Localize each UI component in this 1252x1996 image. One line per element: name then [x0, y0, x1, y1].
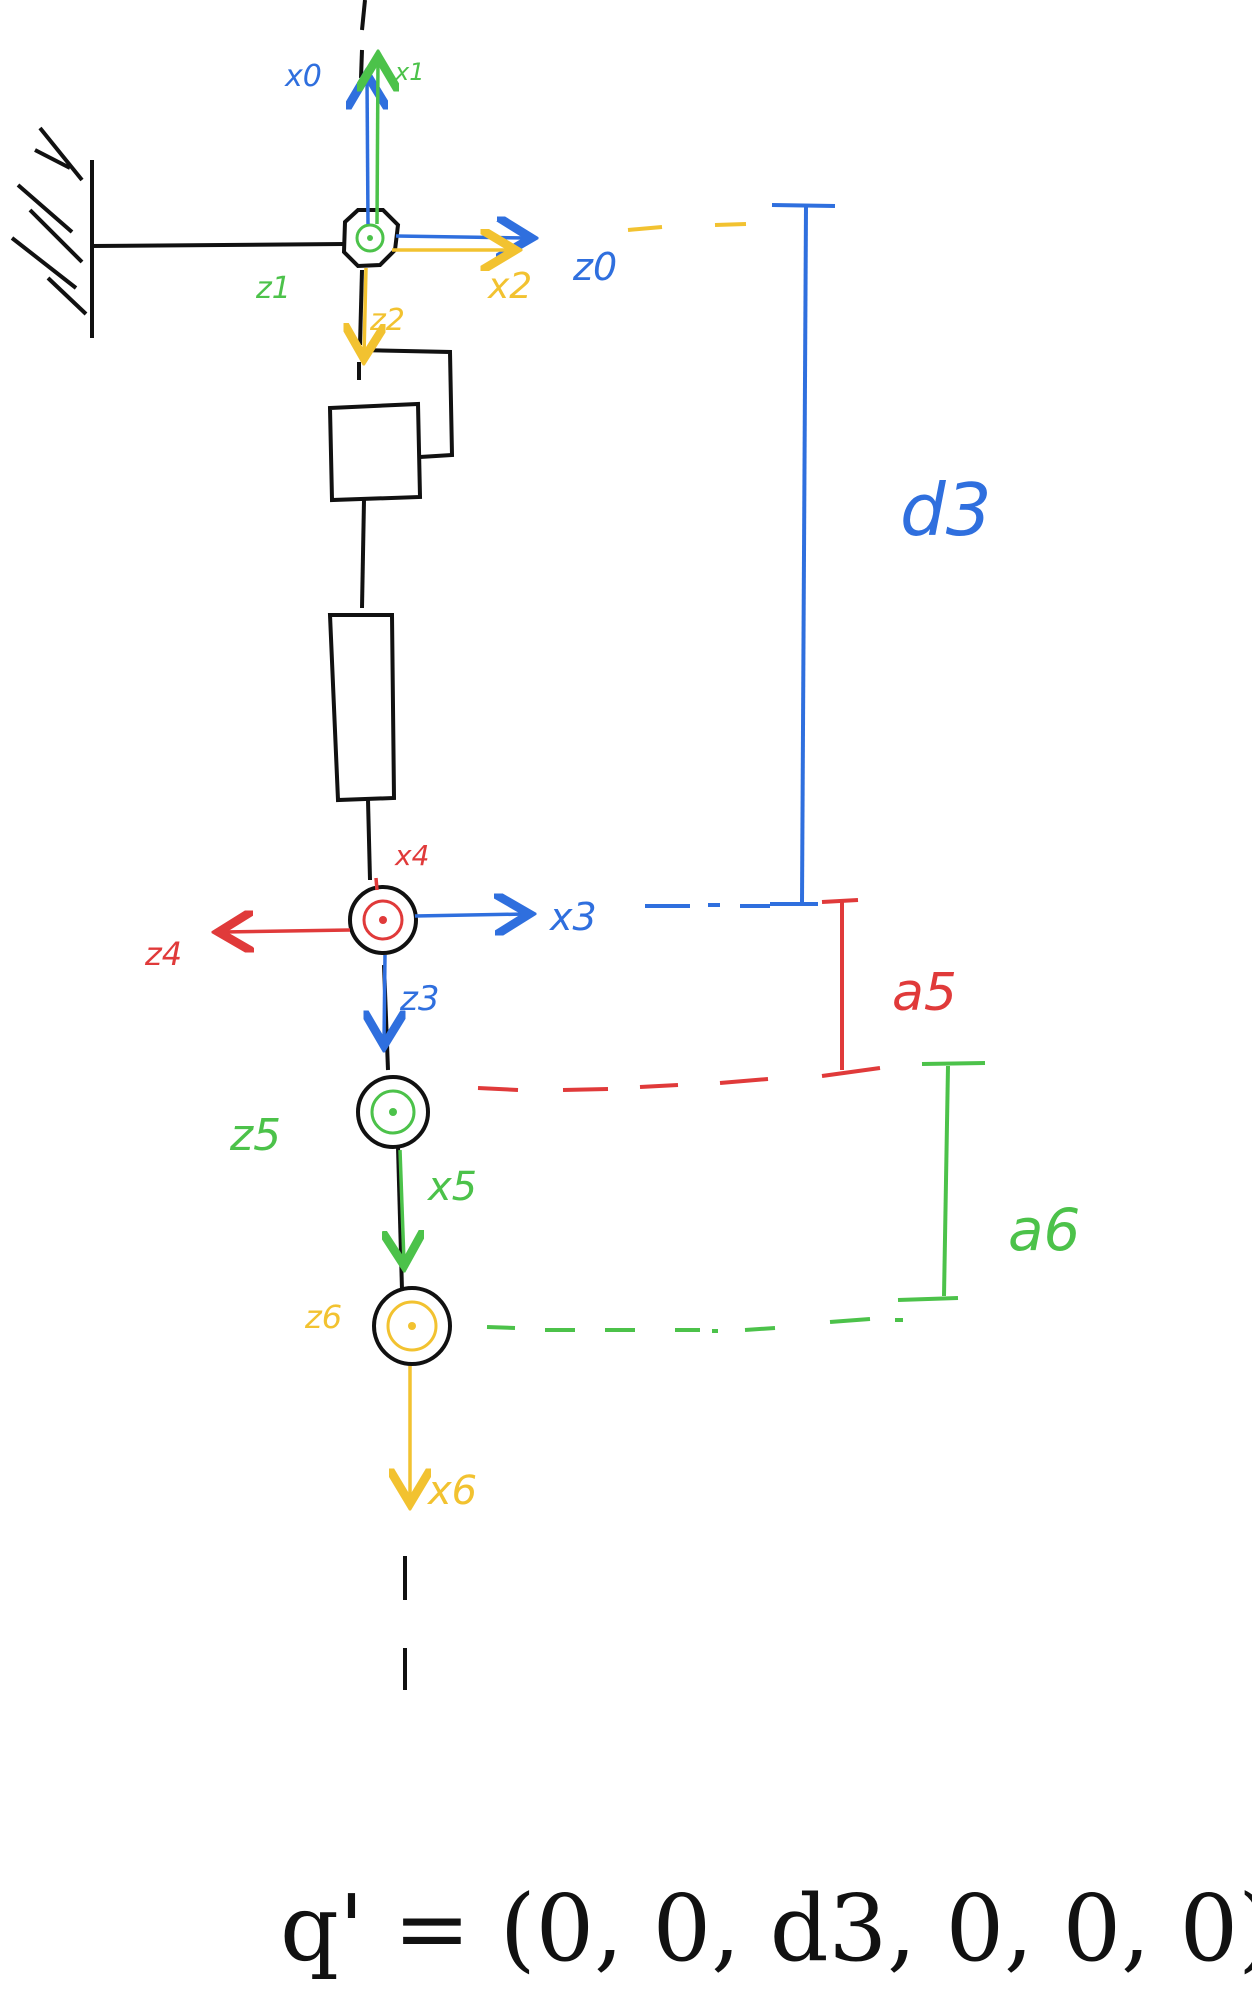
label-x2: x2 — [487, 266, 532, 307]
label-z5: z5 — [229, 1110, 281, 1161]
label-d3: d3 — [900, 468, 992, 552]
joint-5 — [356, 1075, 430, 1149]
frame-axes-middle — [222, 877, 526, 1042]
label-x0: x0 — [284, 59, 322, 94]
ground-symbol — [10, 126, 346, 338]
joint-4 — [348, 885, 418, 955]
label-x6: x6 — [426, 1468, 477, 1514]
label-a6: a6 — [1008, 1196, 1080, 1264]
joint-6 — [372, 1286, 452, 1366]
frame-axes-bottom — [400, 1149, 410, 1500]
label-z6: z6 — [304, 1298, 342, 1336]
label-x5: x5 — [426, 1164, 477, 1210]
joint-configuration-equation: q' = (0, 0, d3, 0, 0, 0) — [280, 1875, 1252, 1982]
joint-1 — [341, 208, 401, 269]
label-x3: x3 — [549, 895, 597, 939]
label-x1: x1 — [394, 58, 424, 86]
label-z0: z0 — [572, 245, 617, 289]
dimension-d3 — [645, 203, 836, 908]
prismatic-link — [327, 269, 455, 1291]
label-z4: z4 — [144, 935, 182, 973]
dimension-a5 — [477, 898, 881, 1092]
label-z1: z1 — [255, 271, 291, 306]
label-x4: x4 — [394, 839, 429, 872]
dimension-d3-leader — [627, 222, 747, 232]
dimension-a6 — [486, 1061, 986, 1333]
label-z3: z3 — [399, 979, 439, 1019]
label-z2: z2 — [369, 303, 405, 338]
frame-axes-top — [364, 60, 528, 355]
label-a5: a5 — [892, 963, 957, 1023]
